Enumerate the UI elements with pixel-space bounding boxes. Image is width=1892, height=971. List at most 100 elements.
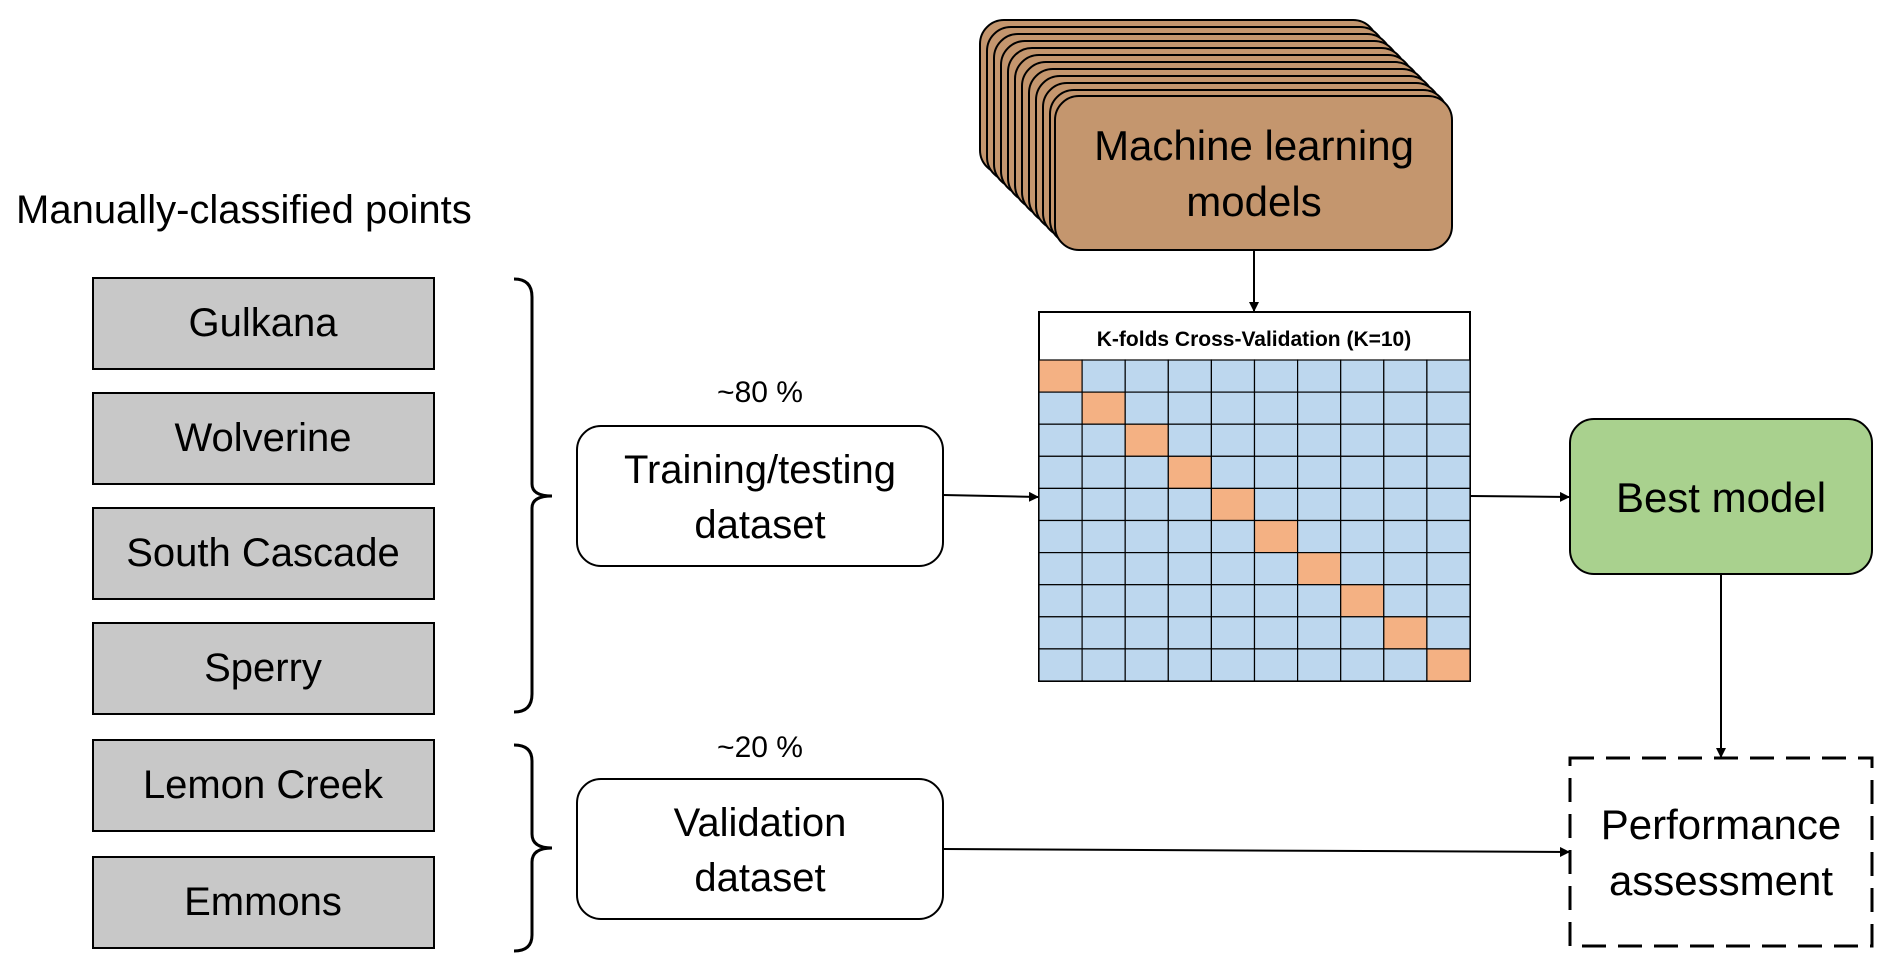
kfold-train-cell: [1383, 455, 1428, 489]
kfold-train-cell: [1383, 584, 1428, 618]
kfold-train-cell: [1038, 551, 1083, 586]
glacier-box-gulkana: Gulkana: [92, 277, 435, 370]
kfold-train-cell: [1253, 551, 1299, 586]
glacier-label: Sperry: [204, 646, 322, 690]
kfold-train-cell: [1296, 487, 1342, 522]
validation-dataset-box: Validation dataset: [576, 778, 944, 920]
training-dataset-line-1: Training/testing: [624, 448, 896, 492]
validation-percentage: ~20 %: [717, 731, 803, 764]
kfold-train-cell: [1081, 423, 1126, 457]
validation-dataset-line-1: Validation: [674, 801, 847, 845]
kfold-panel: K-folds Cross-Validation (K=10): [1038, 311, 1471, 682]
kfold-train-cell: [1210, 584, 1256, 618]
kfold-train-cell: [1124, 584, 1169, 618]
kfold-train-cell: [1124, 455, 1169, 489]
ml-models-stack: Machine learning models: [979, 19, 1453, 251]
kfold-train-cell: [1383, 391, 1428, 425]
kfold-train-cell: [1167, 391, 1213, 425]
kfold-train-cell: [1383, 648, 1428, 682]
kfold-train-cell: [1124, 359, 1169, 393]
kfold-train-cell: [1296, 391, 1342, 425]
validation-dataset-line-2: dataset: [694, 856, 825, 900]
performance-assessment-box: Performance assessment: [1568, 756, 1874, 948]
kfold-train-cell: [1081, 359, 1126, 393]
kfold-train-cell: [1296, 648, 1342, 682]
kfold-train-cell: [1340, 616, 1385, 650]
kfold-train-cell: [1426, 519, 1471, 554]
glacier-label: South Cascade: [126, 531, 400, 575]
kfold-train-cell: [1038, 487, 1083, 522]
performance-line-1: Performance: [1601, 801, 1841, 848]
best-model-box: Best model: [1569, 418, 1873, 575]
kfold-train-cell: [1038, 616, 1083, 650]
kfold-train-cell: [1296, 519, 1342, 554]
kfold-train-cell: [1081, 584, 1126, 618]
kfold-train-cell: [1124, 616, 1169, 650]
kfold-train-cell: [1081, 519, 1126, 554]
kfold-test-cell: [1167, 455, 1213, 489]
kfold-train-cell: [1167, 584, 1213, 618]
kfold-train-cell: [1340, 359, 1385, 393]
kfold-train-cell: [1426, 584, 1471, 618]
kfold-train-cell: [1210, 359, 1256, 393]
kfold-train-cell: [1081, 455, 1126, 489]
kfold-train-cell: [1038, 584, 1083, 618]
ml-models-line-1: Machine learning: [1094, 122, 1414, 169]
kfold-train-cell: [1296, 359, 1342, 393]
kfold-train-cell: [1081, 551, 1126, 586]
training-dataset-box: Training/testing dataset: [576, 425, 944, 567]
kfold-train-cell: [1038, 455, 1083, 489]
kfold-train-cell: [1210, 423, 1256, 457]
kfold-train-cell: [1167, 616, 1213, 650]
kfold-train-cell: [1340, 648, 1385, 682]
training-percentage: ~80 %: [717, 376, 803, 409]
kfold-train-cell: [1038, 391, 1083, 425]
kfold-train-cell: [1426, 455, 1471, 489]
kfold-train-cell: [1081, 648, 1126, 682]
arrow-kfold-to-best: [1469, 491, 1570, 502]
kfold-train-cell: [1167, 551, 1213, 586]
kfold-train-cell: [1340, 519, 1385, 554]
glacier-label: Emmons: [184, 880, 342, 924]
kfold-train-cell: [1383, 359, 1428, 393]
kfold-train-cell: [1383, 423, 1428, 457]
kfold-train-cell: [1426, 391, 1471, 425]
kfold-train-cell: [1167, 359, 1213, 393]
ml-models-line-2: models: [1186, 178, 1321, 225]
kfold-train-cell: [1038, 648, 1083, 682]
kfold-train-cell: [1383, 487, 1428, 522]
kfold-train-cell: [1081, 487, 1126, 522]
kfold-train-cell: [1426, 616, 1471, 650]
kfold-test-cell: [1210, 487, 1256, 522]
kfold-train-cell: [1296, 584, 1342, 618]
glacier-label: Gulkana: [189, 301, 339, 345]
kfold-train-cell: [1210, 455, 1256, 489]
glacier-box-lemon-creek: Lemon Creek: [92, 739, 435, 832]
kfold-train-cell: [1426, 551, 1471, 586]
kfold-train-cell: [1124, 551, 1169, 586]
kfold-test-cell: [1426, 648, 1471, 682]
kfold-test-cell: [1296, 551, 1342, 586]
kfold-train-cell: [1167, 423, 1213, 457]
glacier-box-sperry: Sperry: [92, 622, 435, 715]
kfold-train-cell: [1167, 519, 1213, 554]
kfold-test-cell: [1253, 519, 1299, 554]
kfold-train-cell: [1426, 423, 1471, 457]
kfold-train-cell: [1253, 584, 1299, 618]
kfold-train-cell: [1340, 455, 1385, 489]
kfold-train-cell: [1124, 391, 1169, 425]
kfold-train-cell: [1124, 487, 1169, 522]
kfold-train-cell: [1340, 487, 1385, 522]
kfold-train-cell: [1210, 551, 1256, 586]
kfold-train-cell: [1167, 487, 1213, 522]
kfold-train-cell: [1124, 519, 1169, 554]
glacier-box-south-cascade: South Cascade: [92, 507, 435, 600]
kfold-train-cell: [1253, 648, 1299, 682]
arrow-training-to-kfold: [942, 491, 1039, 502]
kfold-train-cell: [1253, 455, 1299, 489]
kfold-train-cell: [1296, 616, 1342, 650]
kfold-train-cell: [1124, 648, 1169, 682]
best-model-label: Best model: [1616, 474, 1826, 521]
kfold-train-cell: [1253, 487, 1299, 522]
kfold-test-cell: [1124, 423, 1169, 457]
